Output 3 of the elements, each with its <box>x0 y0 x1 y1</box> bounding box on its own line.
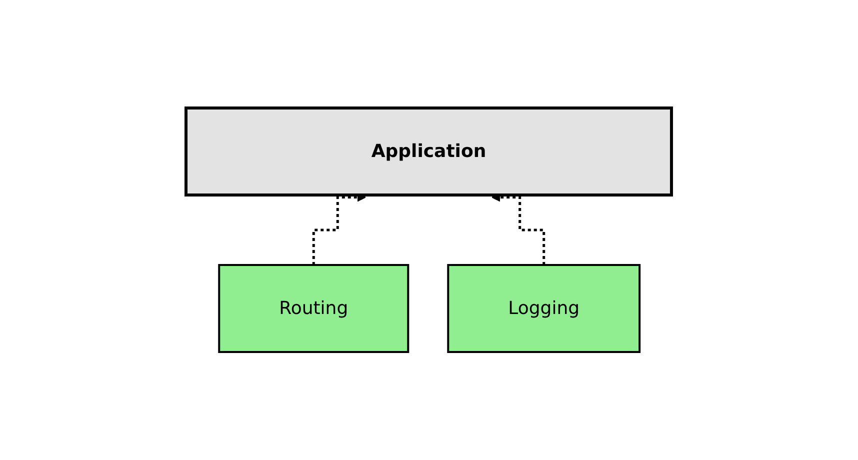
node-box: Routing <box>218 264 410 353</box>
node-box: Application <box>184 106 674 196</box>
node-box: Logging <box>447 264 641 353</box>
